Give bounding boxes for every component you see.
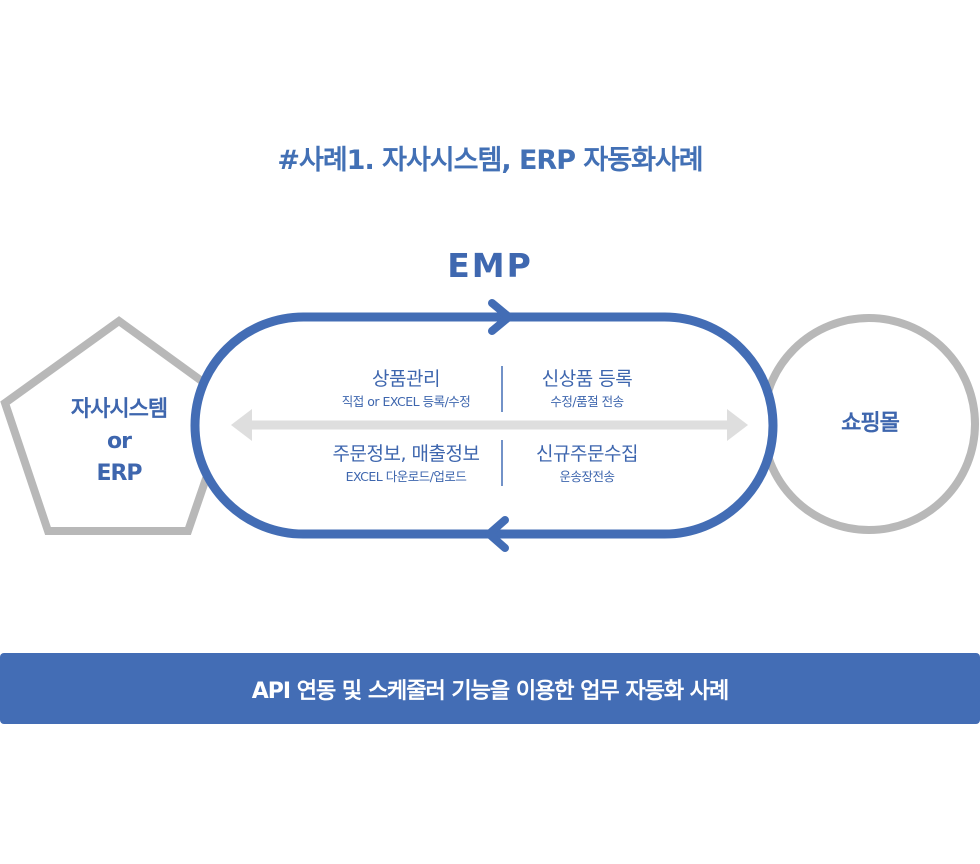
flow-sub-label: 수정/품절 전송: [550, 394, 624, 409]
flow-main-label: 신규주문수집: [536, 443, 638, 465]
company-label-line3: ERP: [96, 461, 142, 486]
flow-product-management: 상품관리 직접 or EXCEL 등록/수정: [316, 367, 496, 411]
company-system-label: 자사시스템 or ERP: [38, 394, 200, 490]
emp-logo: EMP: [447, 246, 533, 285]
summary-banner: API 연동 및 스케줄러 기능을 이용한 업무 자동화 사례: [0, 653, 980, 724]
flow-sub-label: EXCEL 다운로드/업로드: [345, 469, 467, 484]
arrow-head-right-icon: [727, 409, 748, 441]
flow-main-label: 신상품 등록: [541, 368, 633, 390]
loop-arrow-left-icon: [485, 516, 509, 552]
flow-main-label: 상품관리: [372, 368, 440, 390]
company-label-line2: or: [107, 429, 132, 454]
flow-new-order-collect: 신규주문수집 운송장전송: [512, 442, 662, 486]
flow-main-label: 주문정보, 매출정보: [332, 443, 480, 465]
flow-new-product-register: 신상품 등록 수정/품절 전송: [512, 367, 662, 411]
flow-sub-label: 운송장전송: [559, 469, 615, 484]
banner-text: API 연동 및 스케줄러 기능을 이용한 업무 자동화 사례: [251, 678, 729, 704]
loop-arrow-right-icon: [488, 299, 513, 335]
page-title: #사례1. 자사시스템, ERP 자동화사례: [277, 145, 703, 176]
company-label-line1: 자사시스템: [70, 397, 168, 422]
flow-order-sales-info: 주문정보, 매출정보 EXCEL 다운로드/업로드: [316, 442, 496, 486]
arrow-head-left-icon: [231, 409, 252, 441]
shopping-mall-label: 쇼핑몰: [841, 411, 900, 436]
flow-sub-label: 직접 or EXCEL 등록/수정: [341, 394, 471, 409]
